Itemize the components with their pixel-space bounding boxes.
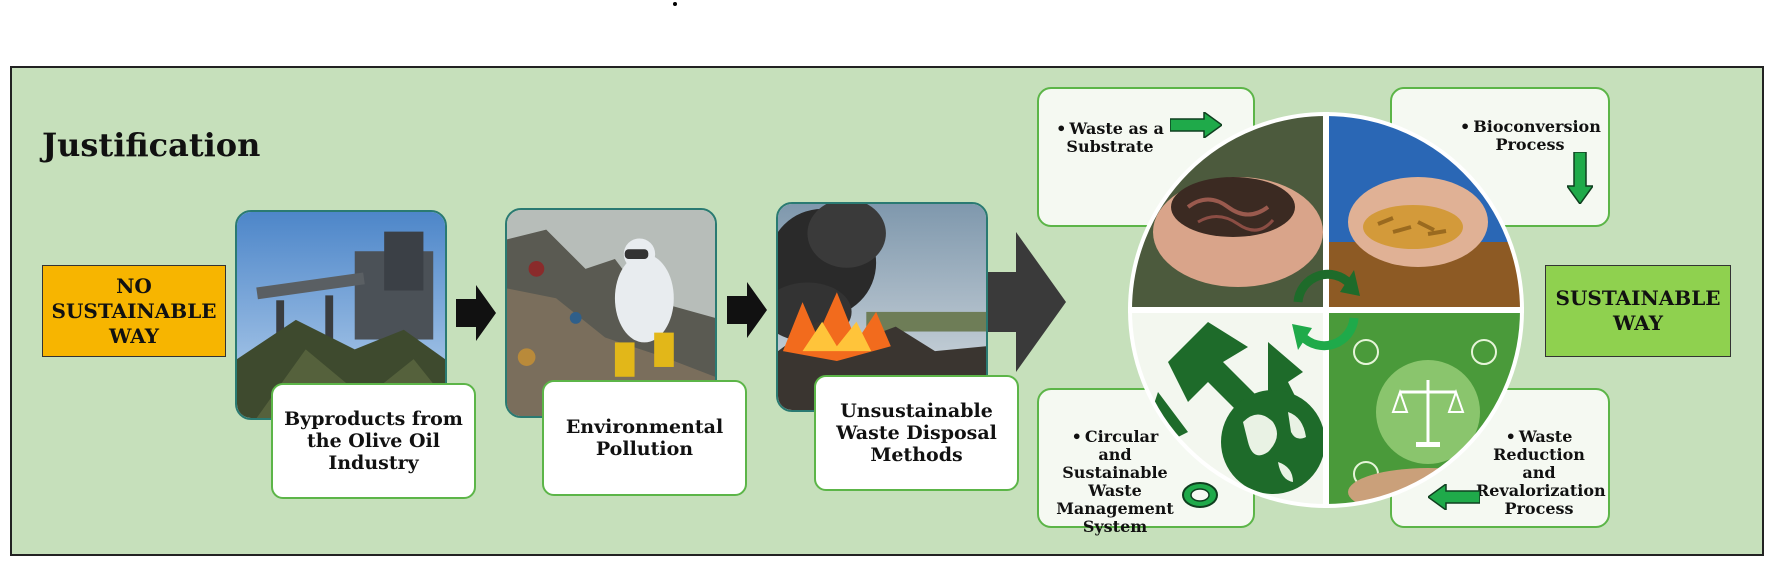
cycle-label-bioconversion-text: Bioconversion Process [1473,117,1601,154]
cycle-label-circular: •Circular and Sustainable Waste Manageme… [1055,428,1175,536]
cycle-circle [1128,112,1524,508]
diagram-title: Justification [42,126,261,164]
no-sustainable-way-box: NO SUSTAINABLE WAY [42,265,226,357]
arrow-down-green-icon [1567,152,1593,204]
sustainable-way-box: SUSTAINABLE WAY [1545,265,1731,357]
cycle-label-substrate: •Waste as a Substrate [1055,120,1165,156]
cycle-label-revalorization-text: Waste Reduction and Revalorization Proce… [1476,427,1606,518]
cycle-label-circular-text: Circular and Sustainable Waste Managemen… [1056,427,1174,536]
cycle-label-revalorization: •Waste Reduction and Revalorization Proc… [1476,427,1606,518]
bullet-icon: • [1056,119,1067,138]
step-label-disposal: Unsustainable Waste Disposal Methods [814,375,1019,491]
flow-arrow-1 [456,285,496,341]
cycle-label-substrate-text: Waste as a Substrate [1066,119,1164,156]
bullet-icon: • [1505,427,1516,446]
arrow-left-green-icon [1428,484,1480,510]
burning-waste-photo [776,202,988,412]
step-label-byproducts: Byproducts from the Olive Oil Industry [271,383,476,499]
cycle-label-bioconversion: •Bioconversion Process [1460,117,1601,154]
cycle-ring-icon [1182,482,1218,508]
big-arrow-to-cycle [988,232,1066,372]
top-dot [673,2,677,6]
flow-arrow-2 [727,282,767,338]
step-label-pollution: Environmental Pollution [542,380,747,496]
bullet-icon: • [1071,427,1082,446]
bullet-icon: • [1460,117,1471,136]
arrow-right-green-icon [1170,112,1222,138]
